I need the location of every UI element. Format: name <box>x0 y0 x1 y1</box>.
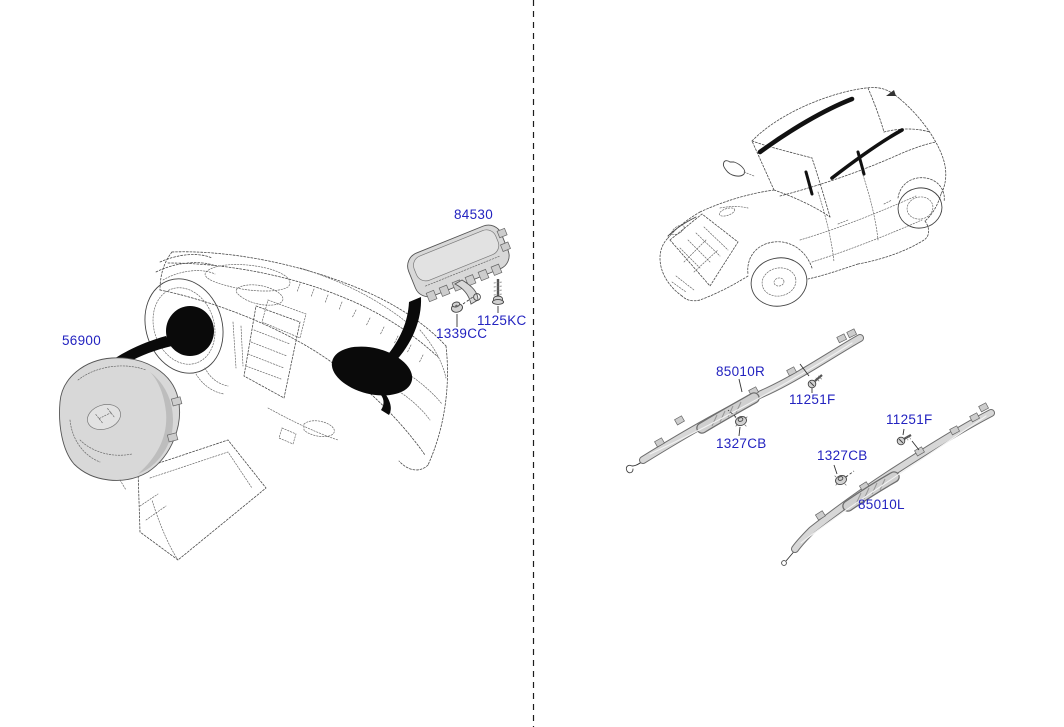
callout-85010l[interactable]: 85010L <box>858 497 905 512</box>
driver-airbag-location-fill <box>166 306 214 356</box>
callout-1125kc[interactable]: 1125KC <box>477 313 527 328</box>
curtain-airbag-left[interactable] <box>781 402 995 566</box>
clip-1327cb-right-icon[interactable] <box>727 409 749 437</box>
passenger-airbag-arrow <box>386 297 422 363</box>
callout-85010r[interactable]: 85010R <box>716 364 766 379</box>
roof-rail-far <box>830 128 904 180</box>
leader-85010r <box>738 378 743 393</box>
callout-1327cb-left[interactable]: 1327CB <box>817 448 868 463</box>
screw-11251f-left-icon[interactable] <box>896 428 920 451</box>
roof-rail-near <box>757 96 855 155</box>
callout-11251f-right[interactable]: 11251F <box>789 392 836 407</box>
clip-1339cc-icon[interactable] <box>451 296 474 327</box>
callout-1339cc[interactable]: 1339CC <box>436 326 488 341</box>
dashboard-line-art <box>104 251 448 561</box>
screw-11251f-right-icon[interactable] <box>799 363 823 393</box>
callout-84530[interactable]: 84530 <box>454 207 494 222</box>
curtain-airbag-right[interactable] <box>625 328 864 474</box>
brand-logo-icon <box>87 404 121 430</box>
driver-airbag-module[interactable] <box>59 357 183 491</box>
callout-56900[interactable]: 56900 <box>62 333 102 348</box>
antenna-fin <box>886 90 896 96</box>
callout-11251f-left[interactable]: 11251F <box>886 412 933 427</box>
vehicle-line-art <box>659 87 947 307</box>
passenger-airbag-module[interactable] <box>403 219 519 305</box>
bolt-1125kc-icon[interactable] <box>491 279 505 313</box>
callout-1327cb-right[interactable]: 1327CB <box>716 436 767 451</box>
clip-1327cb-left-icon[interactable] <box>833 464 855 487</box>
